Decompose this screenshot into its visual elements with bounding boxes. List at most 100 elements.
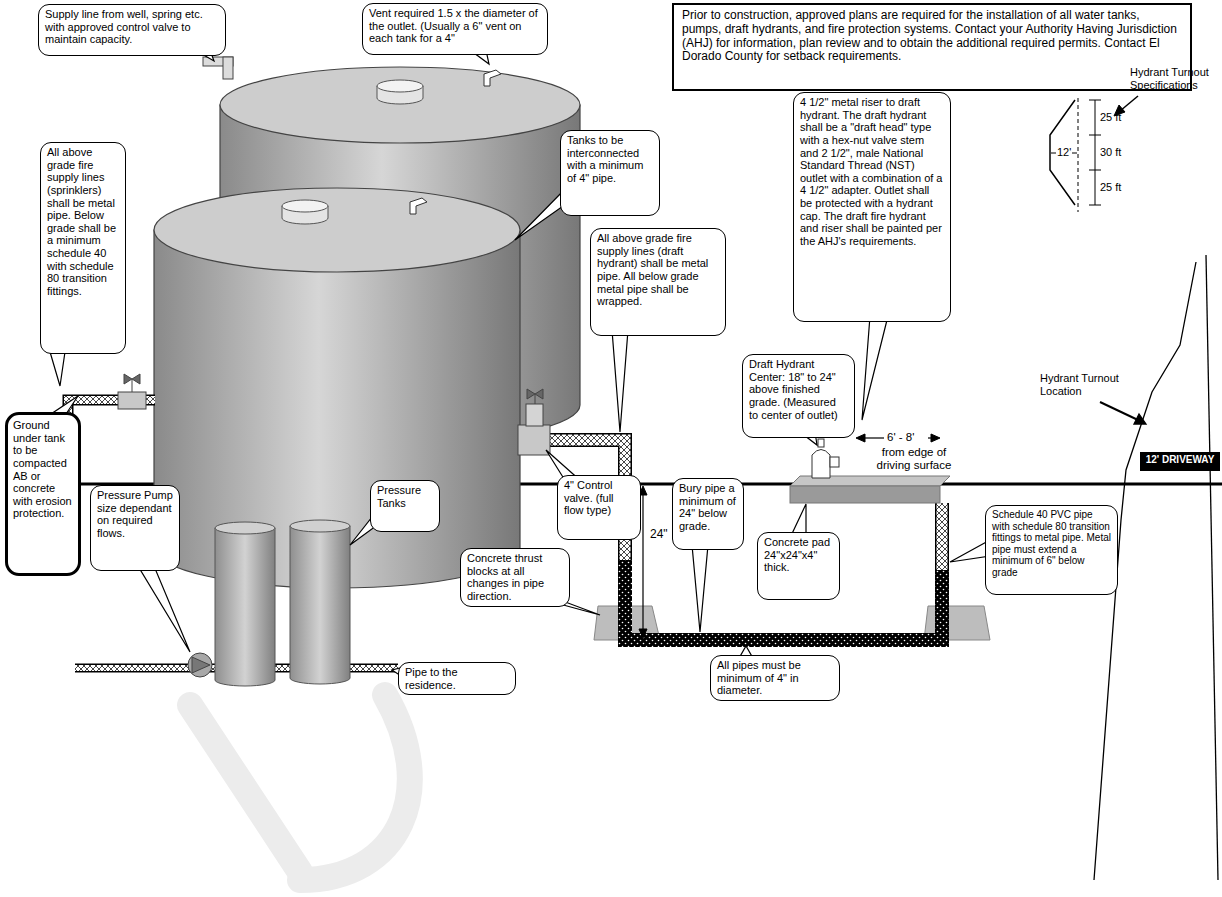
concrete-pad (790, 476, 950, 503)
pressure-tank (215, 520, 350, 686)
dimension-arrow (642, 490, 643, 634)
back-water-tank (223, 57, 233, 79)
front-water-tank (154, 188, 520, 272)
control-valve (124, 374, 140, 384)
callout-box: All above grade fire supply lines (sprin… (40, 142, 126, 354)
front-water-tank (282, 200, 328, 212)
watermark (300, 695, 410, 880)
back-water-tank (377, 80, 423, 92)
control-valve (535, 395, 536, 404)
callout-tail (862, 316, 888, 420)
callout-tail (692, 545, 708, 632)
pressure-pump (192, 657, 210, 673)
callout-text: 4 1/2" metal riser to draft hydrant. The… (800, 96, 944, 248)
dimension-arrow (856, 434, 865, 442)
callout-text: Ground under tank to be compacted AB or … (13, 419, 73, 520)
callout-text: Pressure Pump size dependant on required… (97, 489, 173, 540)
callout-text: Concrete pad 24"x24"x4" thick. (764, 536, 833, 574)
turnout-spec-drawing (1089, 170, 1101, 171)
note-box: Prior to construction, approved plans ar… (672, 3, 1192, 91)
sprinkler-pipe (68, 400, 155, 484)
annotation-label: Hydrant Turnout Location (1040, 372, 1128, 397)
callout-box: Pressure Tanks (370, 480, 440, 532)
callout-text: 12' DRIVEWAY (1142, 454, 1218, 466)
dimension-label: 25 ft (1100, 181, 1121, 194)
callout-box: All pipes must be minimum of 4" in diame… (710, 655, 840, 701)
driveway (1134, 414, 1146, 424)
turnout-spec-drawing (1050, 96, 1138, 212)
back-water-tank (220, 67, 580, 143)
callout-box: 4 1/2" metal riser to draft hydrant. The… (793, 92, 951, 322)
annotation-label: from edge of driving surface (873, 446, 955, 472)
callout-text: Tanks to be interconnected with a minimu… (567, 134, 653, 185)
control-valve (118, 392, 146, 409)
callout-text: Concrete thrust blocks at all changes in… (467, 552, 563, 603)
turnout-spec-drawing (1089, 135, 1101, 136)
callout-box: All above grade fire supply lines (draft… (590, 228, 726, 336)
callout-text: Draft Hydrant Center: 18" to 24" above f… (749, 358, 848, 421)
driveway-sign: 12' DRIVEWAY (1140, 452, 1220, 471)
hydrant-supply-pipe (937, 503, 948, 570)
front-water-tank (154, 188, 520, 588)
pressure-tank (290, 520, 350, 532)
callout-text: Vent required 1.5 x the diameter of the … (369, 7, 541, 45)
callout-box: Concrete pad 24"x24"x4" thick. (757, 532, 840, 600)
driveway (1100, 402, 1138, 420)
callout-box: Ground under tank to be compacted AB or … (5, 412, 81, 576)
dimension-label: 6' - 8' (887, 431, 914, 444)
callout-text: 4" Control valve. (full flow type) (564, 479, 634, 517)
turnout-spec-drawing (1095, 100, 1096, 205)
callout-text: Bury pipe a minimum of 24" below grade. (679, 482, 737, 533)
concrete-pad (790, 486, 940, 503)
control-valve (118, 374, 550, 455)
callout-tail (612, 330, 628, 432)
callout-tail (515, 188, 566, 240)
turnout-spec-drawing (1089, 100, 1101, 101)
driveway (1206, 255, 1218, 880)
turnout-spec-drawing (1078, 98, 1079, 212)
callout-text: All pipes must be minimum of 4" in diame… (717, 659, 833, 697)
back-water-tank (484, 70, 501, 86)
dimension-label: 30 ft (1100, 146, 1121, 159)
annotation-label: Hydrant Turnout Specifications (1130, 66, 1218, 91)
dimension-label: 24" (649, 528, 669, 542)
callout-box: Concrete thrust blocks at all changes in… (460, 548, 570, 607)
turnout-spec-drawing (1089, 205, 1101, 206)
dimension-label: 25 ft (1100, 111, 1121, 124)
pressure-tank (290, 526, 350, 684)
hydrant-supply-pipe (935, 503, 949, 570)
draft-hydrant (830, 457, 839, 467)
draft-hydrant (812, 450, 830, 479)
pressure-pump (188, 653, 212, 677)
callout-tail (950, 540, 990, 562)
pressure-tank (215, 522, 275, 534)
control-valve (526, 404, 543, 426)
control-valve (518, 425, 550, 455)
draft-hydrant (818, 439, 824, 447)
dimension-arrow (639, 629, 647, 638)
callout-text: Pressure Tanks (377, 484, 433, 509)
watermark (190, 705, 300, 872)
sprinkler-pipe (68, 400, 155, 484)
callout-text: Pipe to the residence. (405, 666, 509, 691)
callout-box: Schedule 40 PVC pipe with schedule 80 tr… (985, 505, 1118, 595)
callout-box: Bury pipe a minimum of 24" below grade. (672, 478, 744, 550)
pressure-pump (188, 653, 212, 677)
callout-box: Draft Hydrant Center: 18" to 24" above f… (742, 354, 855, 438)
callout-text: All above grade fire supply lines (draft… (597, 232, 719, 308)
callout-box: 4" Control valve. (full flow type) (557, 475, 641, 540)
callout-text: All above grade fire supply lines (sprin… (47, 146, 119, 298)
watermark (190, 695, 410, 880)
control-valve (132, 380, 133, 392)
sprinkler-pipe (68, 400, 155, 484)
pressure-tank (215, 528, 275, 686)
callout-text: Prior to construction, approved plans ar… (682, 9, 1182, 64)
dimension-arrow (931, 434, 940, 442)
callout-box: Pipe to the residence. (398, 662, 516, 695)
callout-text: Supply line from well, spring etc. with … (45, 8, 219, 46)
control-valve (527, 389, 543, 399)
callout-box: Vent required 1.5 x the diameter of the … (362, 3, 548, 55)
callout-tail (138, 566, 190, 652)
callout-tail (42, 50, 990, 678)
